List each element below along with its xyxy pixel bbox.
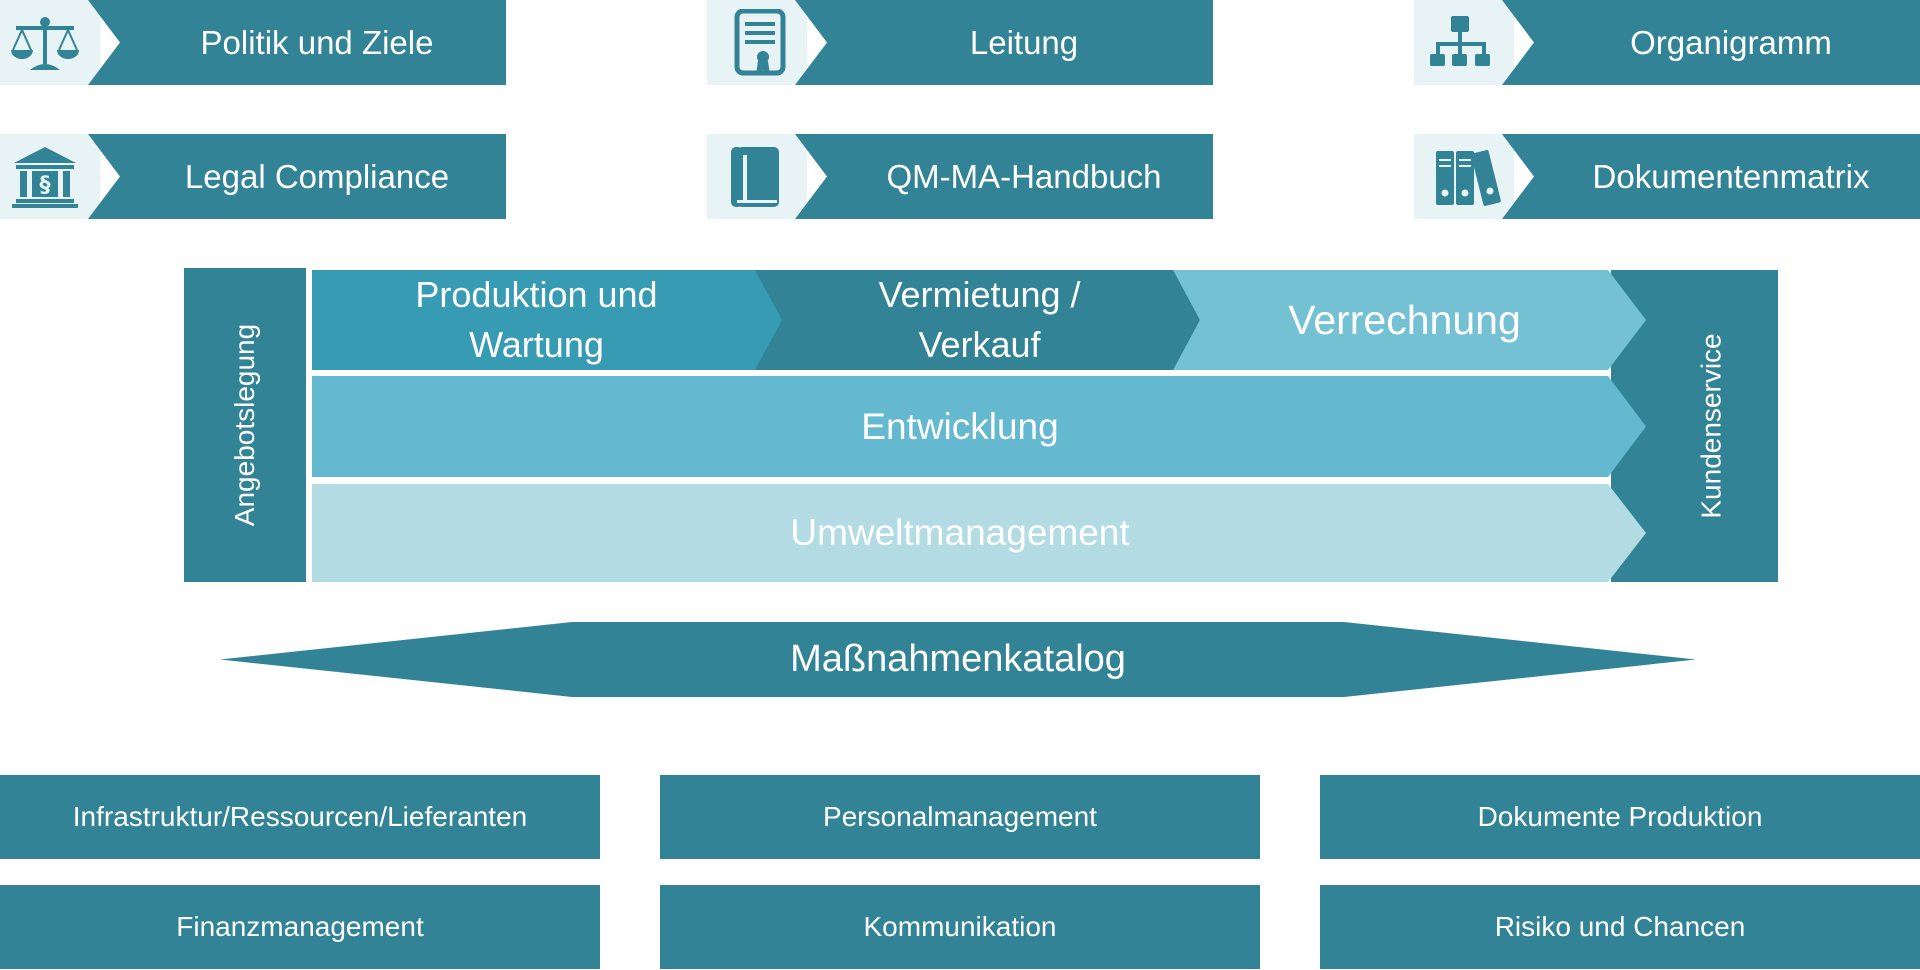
tile-label: Finanzmanagement [176, 911, 424, 942]
umweltmanagement-label: Umweltmanagement [790, 512, 1130, 553]
book-icon [707, 134, 807, 219]
tile-label: Dokumente Produktion [1477, 801, 1763, 832]
step-verrechnung-label: Verrechnung [1288, 296, 1521, 343]
tile-label: Legal Compliance [88, 134, 506, 219]
tile-infrastruktur[interactable]: Infrastruktur/Ressourcen/Lieferanten [0, 775, 600, 859]
svg-text:§: § [40, 173, 51, 198]
courthouse-section-icon: § [0, 134, 100, 219]
org-chart-icon [1414, 0, 1514, 85]
tile-politik-und-ziele[interactable]: Politik und Ziele [0, 0, 506, 85]
tile-legal-compliance[interactable]: § Legal Compliance [0, 134, 506, 219]
tile-label: Politik und Ziele [88, 0, 506, 85]
tile-qm-ma-handbuch[interactable]: QM-MA-Handbuch [707, 134, 1213, 219]
certificate-document-icon [707, 0, 807, 85]
tile-label: Organigramm [1502, 0, 1920, 85]
massnahmenkatalog-banner[interactable]: Maßnahmenkatalog [220, 622, 1696, 697]
tile-label: QM-MA-Handbuch [795, 134, 1213, 219]
step-produktion-wartung[interactable]: Produktion und Wartung [312, 270, 785, 370]
tile-finanzmanagement[interactable]: Finanzmanagement [0, 885, 600, 969]
binders-icon [1414, 134, 1514, 219]
tile-label: Dokumentenmatrix [1502, 134, 1920, 219]
umweltmanagement-arrow[interactable]: Umweltmanagement [312, 484, 1646, 582]
tile-label: Kommunikation [863, 911, 1057, 942]
tile-label: Infrastruktur/Ressourcen/Lieferanten [72, 801, 528, 832]
tile-kommunikation[interactable]: Kommunikation [660, 885, 1260, 969]
kundenservice-label: Kundenservice [1695, 333, 1727, 519]
tile-label: Risiko und Chancen [1494, 911, 1746, 942]
tile-label: Personalmanagement [823, 801, 1097, 832]
tile-dokumentenmatrix[interactable]: Dokumentenmatrix [1414, 134, 1920, 219]
tile-dokumente-produktion[interactable]: Dokumente Produktion [1320, 775, 1920, 859]
tile-personalmanagement[interactable]: Personalmanagement [660, 775, 1260, 859]
step-verrechnung[interactable]: Verrechnung [1173, 270, 1646, 370]
tile-organigramm[interactable]: Organigramm [1414, 0, 1920, 85]
massnahmenkatalog-label: Maßnahmenkatalog [790, 638, 1126, 680]
step-vermietung-verkauf-label: Vermietung / Verkauf [878, 274, 1081, 365]
entwicklung-arrow[interactable]: Entwicklung [312, 376, 1646, 477]
tile-leitung[interactable]: Leitung [707, 0, 1213, 85]
step-vermietung-verkauf[interactable]: Vermietung / Verkauf [755, 270, 1200, 370]
entwicklung-label: Entwicklung [861, 405, 1059, 447]
tile-risiko-und-chancen[interactable]: Risiko und Chancen [1320, 885, 1920, 969]
tile-label: Leitung [795, 0, 1213, 85]
step-produktion-wartung-label: Produktion und Wartung [415, 274, 658, 365]
angebotslegung-bar[interactable]: Angebotslegung [184, 268, 306, 582]
scales-icon [0, 0, 100, 85]
angebotslegung-label: Angebotslegung [229, 323, 260, 527]
